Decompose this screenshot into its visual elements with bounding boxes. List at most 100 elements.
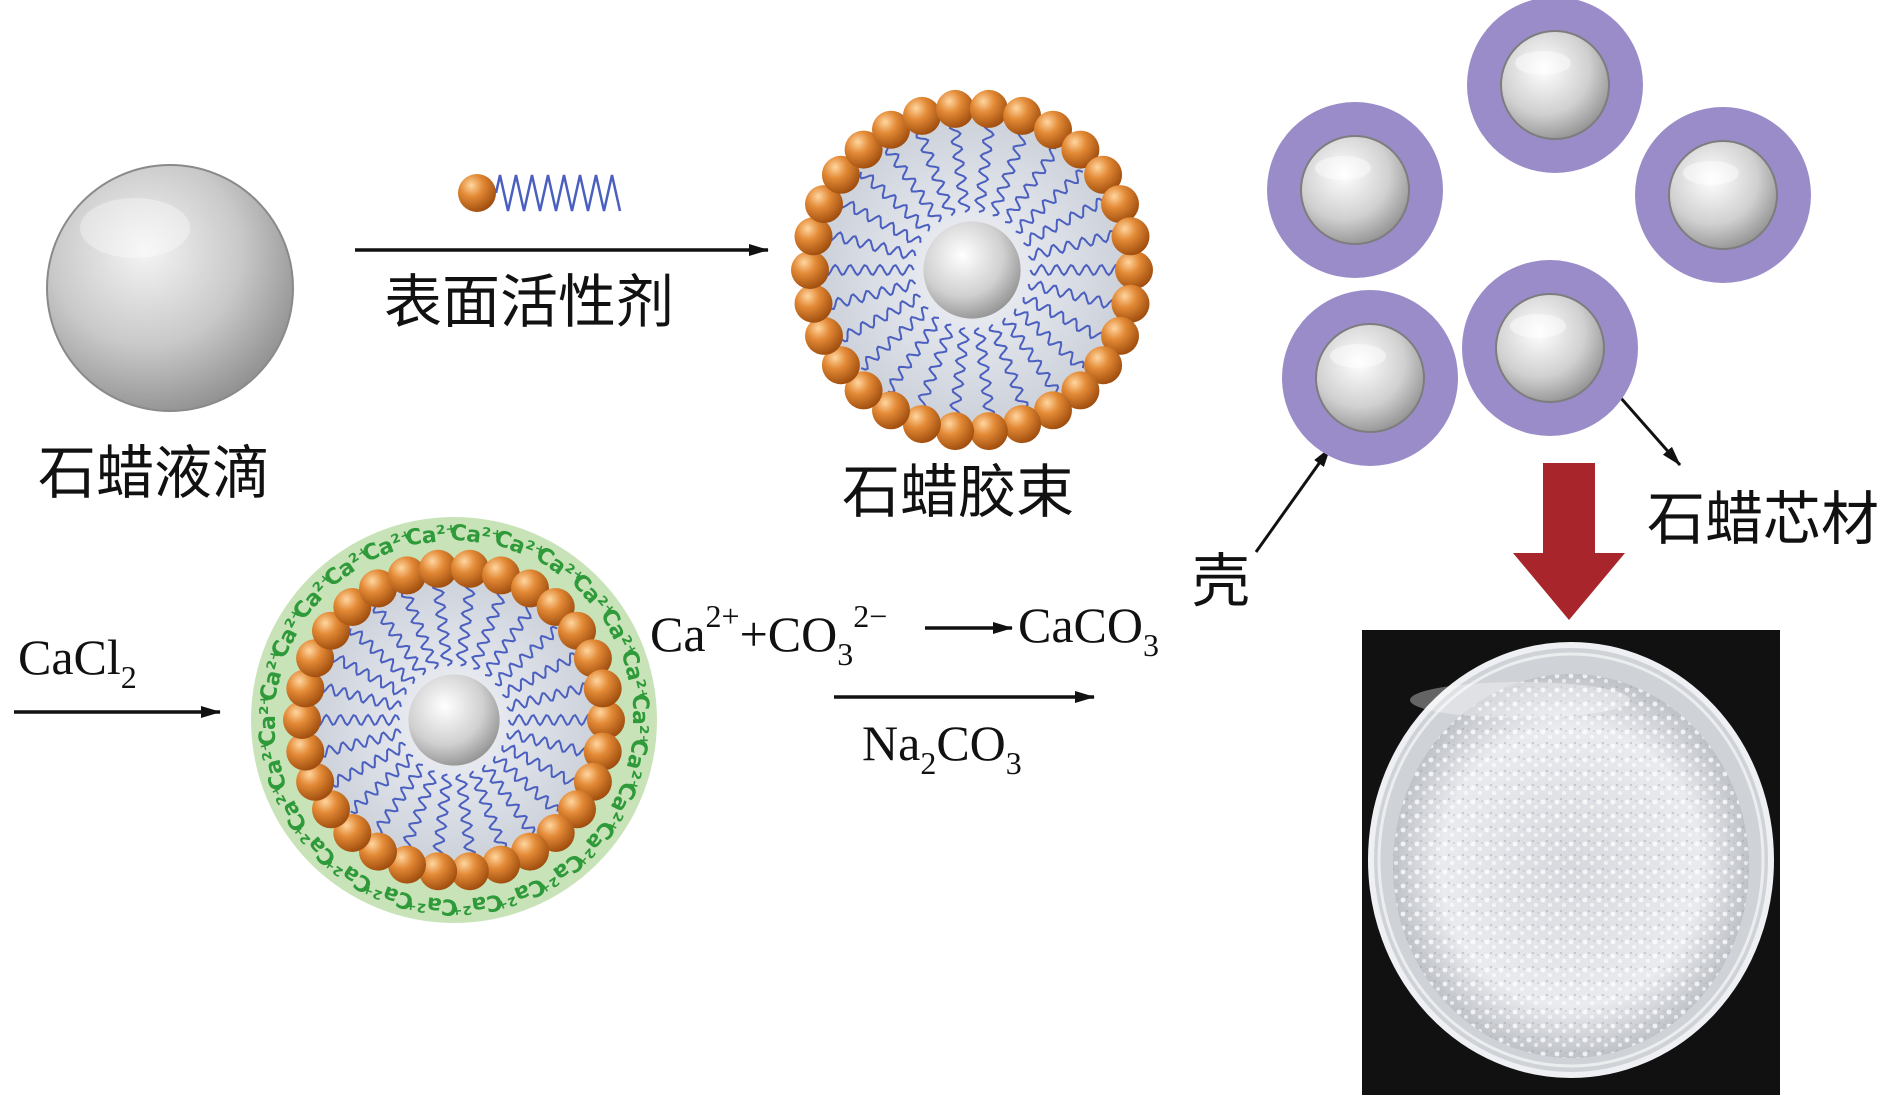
- surfactant-head: [511, 832, 549, 871]
- micelle-core: [408, 674, 500, 766]
- surfactant-tail: [915, 130, 956, 217]
- calcium-ion: Ca²⁺: [404, 889, 459, 920]
- surfactant-head: [283, 701, 321, 739]
- surfactant-head: [388, 556, 426, 595]
- surfactant-head: [583, 732, 622, 771]
- surfactant-tail: [887, 316, 940, 394]
- label-paraffin-micelle: 石蜡胶束: [842, 458, 1075, 526]
- calcium-ion: Ca²⁺: [404, 520, 459, 551]
- microcapsule: [1635, 107, 1811, 283]
- surfactant-head: [388, 845, 426, 884]
- surfactant-tail: [330, 655, 407, 696]
- surfactant-head: [791, 251, 829, 289]
- surfactant-head: [1061, 130, 1100, 169]
- surfactant-tail: [840, 293, 921, 343]
- surfactant-head: [844, 371, 883, 410]
- surfactant-tail: [372, 605, 427, 676]
- surfactant-head: [805, 185, 843, 224]
- label-reaction-equation: Ca2++CO32−: [650, 598, 888, 672]
- surfactant-head: [872, 391, 910, 430]
- core-highlight: [1330, 344, 1386, 368]
- surfactant-head: [1061, 371, 1100, 410]
- surfactant-tail: [860, 306, 929, 371]
- microcapsules: [1267, 0, 1811, 466]
- label-na2co3: Na2CO3: [862, 715, 1022, 781]
- surfactant-tail: [331, 741, 407, 788]
- surfactant-tail: [319, 683, 402, 711]
- surfactant-head: [1111, 284, 1150, 323]
- surfactant-molecule-icon: [458, 174, 622, 212]
- surfactant-tail: [827, 279, 917, 311]
- surfactant-head: [902, 405, 941, 444]
- surfactant-tail: [501, 744, 578, 785]
- surfactant-head: [794, 284, 833, 323]
- surfactant-head: [969, 89, 1008, 128]
- label-cacl2: CaCl2: [18, 629, 137, 695]
- surfactant-tail: [507, 713, 593, 727]
- surfactant-tail: [402, 770, 437, 850]
- calcium-ion: Ca²⁺: [627, 694, 652, 746]
- surfactant-head: [821, 155, 860, 194]
- paraffin-micelle: [791, 89, 1153, 451]
- surfactant-head: [844, 130, 883, 169]
- surfactant-head: [1101, 316, 1139, 355]
- surfactant-head: [296, 639, 335, 678]
- surfactant-tail: [973, 327, 996, 418]
- label-surfactant: 表面活性剂: [384, 268, 675, 336]
- surfactant-tail: [859, 171, 931, 232]
- core-highlight: [1315, 156, 1371, 180]
- surfactant-tail: [1002, 317, 1060, 393]
- surfactant-tail: [1022, 296, 1104, 340]
- microcapsule: [1462, 260, 1638, 436]
- core-highlight: [1510, 314, 1566, 338]
- surfactant-head: [902, 96, 941, 135]
- surfactant-tail: [1027, 280, 1117, 309]
- surfactant-head: [872, 110, 910, 149]
- surfactant-head: [1003, 405, 1042, 444]
- surfactant-head: [482, 556, 520, 595]
- surfactant-head: [936, 89, 975, 128]
- surfactant-tail: [827, 231, 917, 260]
- surfactant-tail: [471, 590, 506, 670]
- arrow-shell-pointer: [1254, 447, 1332, 553]
- label-shell: 壳: [1192, 547, 1251, 615]
- label-paraffin-droplet: 石蜡液滴: [38, 439, 271, 507]
- surfactant-tail: [455, 773, 477, 858]
- surfactant-tail: [949, 326, 970, 418]
- surfactant-tail: [431, 582, 453, 667]
- surfactant-tail: [319, 728, 402, 758]
- microcapsule: [1267, 102, 1443, 278]
- surfactant-tail: [823, 263, 915, 277]
- surfactant-tail: [840, 200, 922, 244]
- surfactant-head: [1115, 251, 1153, 289]
- surfactant-tail: [350, 753, 414, 815]
- surfactant-head: [296, 762, 335, 801]
- surfactant-head: [419, 852, 458, 891]
- surfactant-head: [286, 732, 325, 771]
- surfactant-tail: [375, 763, 424, 836]
- surfactant-tail: [484, 604, 533, 677]
- calcium-ion: Ca²⁺: [449, 520, 504, 551]
- surfactant-tail: [1004, 146, 1057, 224]
- capsule-core: [1315, 323, 1425, 433]
- surfactant-head: [583, 669, 622, 708]
- surfactant-tail: [506, 729, 589, 757]
- core-highlight: [1515, 51, 1571, 75]
- surfactant-tail: [990, 130, 1027, 217]
- surfactant-tail: [400, 590, 439, 670]
- surfactant-tail: [1015, 169, 1084, 234]
- microcapsule: [1282, 290, 1458, 466]
- surfactant-head: [573, 762, 612, 801]
- microcapsule: [1467, 0, 1643, 173]
- surfactant-tail: [481, 764, 536, 835]
- calcium-ion: Ca²⁺: [256, 694, 281, 746]
- capsule-core: [1300, 135, 1410, 245]
- surfactant-tail: [1023, 197, 1104, 247]
- surfactant-head: [1084, 346, 1123, 385]
- surfactant-head: [1084, 155, 1123, 194]
- surfactant-tail: [948, 122, 971, 213]
- surfactant-tail: [501, 652, 577, 699]
- surfactant-head: [450, 549, 489, 588]
- surfactant-head: [419, 549, 458, 588]
- capsule-core: [1495, 293, 1605, 403]
